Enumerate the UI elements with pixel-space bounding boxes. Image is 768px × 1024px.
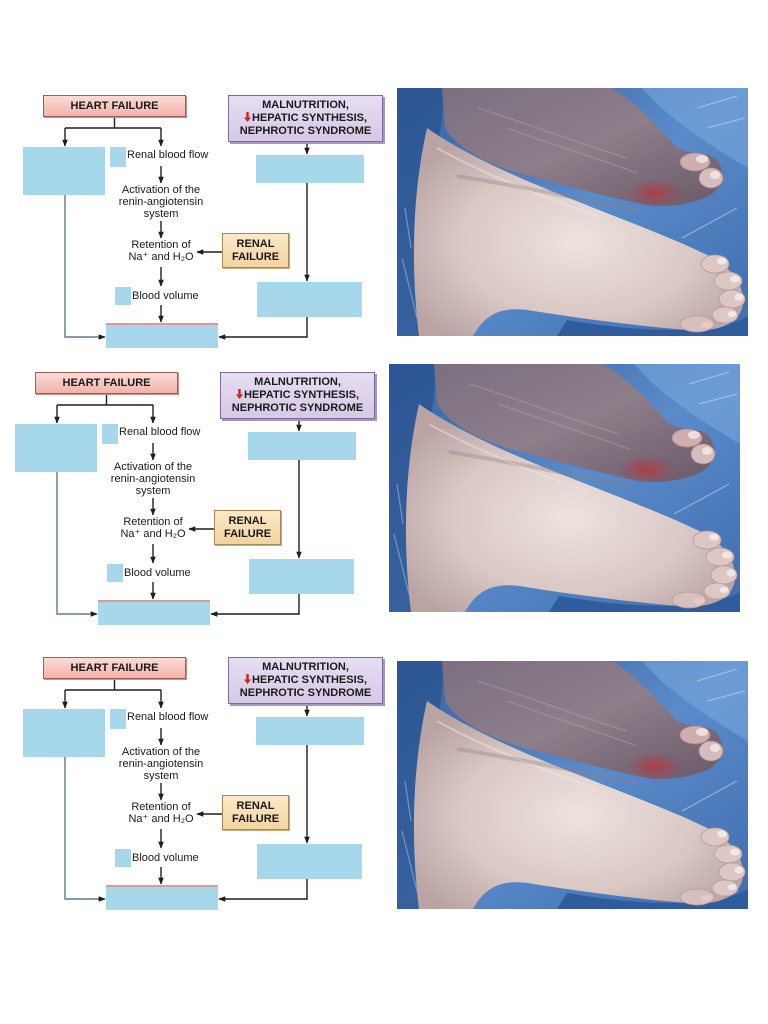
answer-blank-left[interactable] [15, 424, 97, 472]
activation-line-2: renin-angiotensin [110, 473, 196, 485]
activation-line-3: system [143, 208, 179, 220]
edema-feet-photo [397, 661, 748, 909]
arrow-right-path-to-bottom-blank [218, 879, 308, 902]
decrease-arrow-icon [243, 674, 251, 684]
malnutrition-line-1: MALNUTRITION, [254, 376, 341, 388]
malnutrition-box: MALNUTRITION, HEPATIC SYNTHESIS, NEPHROT… [228, 657, 383, 704]
answer-blank-renal-blood-flow[interactable] [110, 709, 126, 729]
retention-line-1: Retention of [131, 239, 191, 251]
flowchart-panel-3: HEART FAILURE MALNUTRITION, HEPATIC SYNT… [0, 647, 768, 917]
answer-blank-right-1[interactable] [256, 717, 364, 745]
retention-label: Retention of Na⁺ and H₂O [111, 239, 211, 263]
renal-failure-line-2: FAILURE [231, 251, 280, 263]
activation-line-1: Activation of the [121, 184, 201, 196]
malnutrition-line-3: NEPHROTIC SYNDROME [239, 687, 372, 699]
blood-volume-label: Blood volume [132, 290, 199, 302]
arrow-right-path-to-bottom-blank [210, 594, 300, 617]
heart-failure-box: HEART FAILURE [43, 657, 186, 679]
answer-blank-right-2[interactable] [257, 282, 362, 317]
renal-blood-flow-label: Renal blood flow [127, 149, 209, 161]
activation-label: Activation of the renin-angiotensin syst… [106, 746, 216, 782]
answer-blank-right-2[interactable] [249, 559, 354, 594]
answer-blank-left[interactable] [23, 147, 105, 195]
heart-failure-label: HEART FAILURE [62, 377, 151, 389]
malnutrition-line-2: HEPATIC SYNTHESIS, [251, 112, 368, 124]
connector-lines [54, 394, 302, 617]
answer-blank-blood-volume[interactable] [107, 564, 123, 582]
blood-volume-label: Blood volume [132, 852, 199, 864]
answer-blank-bottom[interactable] [106, 885, 218, 910]
heart-failure-label: HEART FAILURE [70, 662, 159, 674]
renal-failure-line-1: RENAL [236, 800, 275, 812]
retention-line-1: Retention of [131, 801, 191, 813]
malnutrition-line-3: NEPHROTIC SYNDROME [239, 125, 372, 137]
answer-blank-bottom[interactable] [106, 323, 218, 348]
renal-failure-box: RENAL FAILURE [222, 795, 289, 830]
answer-blank-blood-volume[interactable] [115, 849, 131, 867]
connector-lines [62, 679, 310, 902]
answer-blank-right-1[interactable] [248, 432, 356, 460]
activation-line-2: renin-angiotensin [118, 196, 204, 208]
heart-failure-label: HEART FAILURE [70, 100, 159, 112]
renal-blood-flow-label: Renal blood flow [127, 711, 209, 723]
answer-blank-bottom[interactable] [98, 600, 210, 625]
malnutrition-box: MALNUTRITION, HEPATIC SYNTHESIS, NEPHROT… [228, 95, 383, 142]
connector-lines [62, 117, 310, 340]
answer-blank-left[interactable] [23, 709, 105, 757]
malnutrition-line-1: MALNUTRITION, [262, 661, 349, 673]
retention-label: Retention of Na⁺ and H₂O [111, 801, 211, 825]
renal-failure-line-2: FAILURE [231, 813, 280, 825]
decrease-arrow-icon [235, 389, 243, 399]
arrow-right-path-to-bottom-blank [218, 317, 308, 340]
renal-failure-line-1: RENAL [228, 515, 267, 527]
activation-label: Activation of the renin-angiotensin syst… [106, 184, 216, 220]
activation-line-3: system [135, 485, 171, 497]
edema-feet-photo [397, 88, 748, 336]
malnutrition-line-1: MALNUTRITION, [262, 99, 349, 111]
activation-line-3: system [143, 770, 179, 782]
heart-failure-box: HEART FAILURE [43, 95, 186, 117]
answer-blank-renal-blood-flow[interactable] [110, 147, 126, 167]
answer-blank-right-1[interactable] [256, 155, 364, 183]
activation-line-2: renin-angiotensin [118, 758, 204, 770]
malnutrition-line-2: HEPATIC SYNTHESIS, [243, 389, 360, 401]
left-path-to-bottom-blank [64, 757, 106, 902]
decrease-arrow-icon [243, 112, 251, 122]
malnutrition-line-2-row: HEPATIC SYNTHESIS, [229, 674, 382, 687]
flowchart-panel-1: HEART FAILURE MALNUTRITION, HEPATIC SYNT… [0, 85, 768, 355]
renal-failure-line-1: RENAL [236, 238, 275, 250]
activation-line-1: Activation of the [121, 746, 201, 758]
retention-label: Retention of Na⁺ and H₂O [103, 516, 203, 540]
malnutrition-line-3: NEPHROTIC SYNDROME [231, 402, 364, 414]
flowchart-panel-2: HEART FAILURE MALNUTRITION, HEPATIC SYNT… [0, 362, 760, 632]
malnutrition-line-2-row: HEPATIC SYNTHESIS, [221, 389, 374, 402]
heart-failure-box: HEART FAILURE [35, 372, 178, 394]
edema-feet-photo [389, 364, 740, 612]
left-path-to-bottom-blank [56, 472, 98, 617]
retention-line-2: Na⁺ and H₂O [128, 813, 194, 825]
retention-line-2: Na⁺ and H₂O [128, 251, 194, 263]
renal-failure-line-2: FAILURE [223, 528, 272, 540]
answer-blank-renal-blood-flow[interactable] [102, 424, 118, 444]
renal-failure-box: RENAL FAILURE [222, 233, 289, 268]
activation-line-1: Activation of the [113, 461, 193, 473]
activation-label: Activation of the renin-angiotensin syst… [98, 461, 208, 497]
answer-blank-right-2[interactable] [257, 844, 362, 879]
retention-line-1: Retention of [123, 516, 183, 528]
blood-volume-label: Blood volume [124, 567, 191, 579]
answer-blank-blood-volume[interactable] [115, 287, 131, 305]
renal-blood-flow-label: Renal blood flow [119, 426, 201, 438]
retention-line-2: Na⁺ and H₂O [120, 528, 186, 540]
left-path-to-bottom-blank [64, 195, 106, 340]
malnutrition-line-2-row: HEPATIC SYNTHESIS, [229, 112, 382, 125]
renal-failure-box: RENAL FAILURE [214, 510, 281, 545]
malnutrition-line-2: HEPATIC SYNTHESIS, [251, 674, 368, 686]
malnutrition-box: MALNUTRITION, HEPATIC SYNTHESIS, NEPHROT… [220, 372, 375, 419]
